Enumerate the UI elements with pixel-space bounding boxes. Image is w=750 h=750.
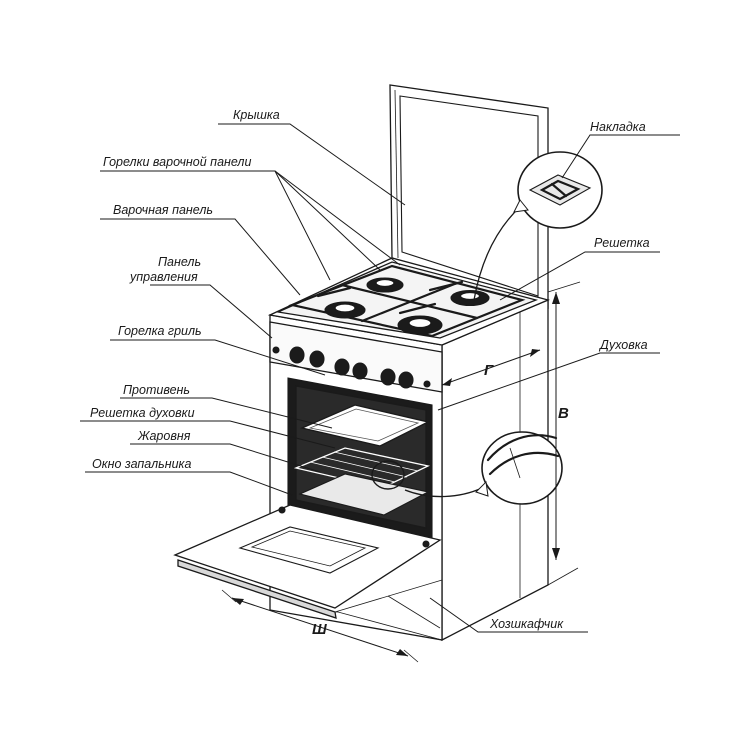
hob-burners (324, 277, 490, 335)
control-panel (269, 321, 443, 393)
roasting-pan (298, 473, 430, 516)
rack-detail-marker (371, 460, 405, 490)
label-hob: Варочная панель (113, 203, 213, 217)
label-control-panel-1: Панель (158, 255, 201, 269)
dimension-height (547, 281, 581, 586)
callout-labels: Крышка Горелки варочной панели Варочная … (90, 108, 650, 638)
label-grate: Решетка (594, 236, 650, 250)
label-depth: Г (484, 362, 494, 379)
label-oven-rack: Решетка духовки (90, 406, 195, 420)
label-height: В (558, 405, 569, 422)
label-ignition-window: Окно запальника (92, 457, 191, 471)
label-width: Ш (312, 621, 327, 638)
label-grill-burner: Горелка гриль (118, 324, 202, 338)
control-knobs (289, 346, 414, 389)
label-roasting-pan: Жаровня (137, 429, 191, 443)
dimension-depth (441, 308, 549, 390)
label-control-panel-2: управления (129, 270, 198, 284)
label-lid: Крышка (233, 108, 280, 122)
hob-grate (288, 264, 526, 338)
label-trim: Накладка (590, 120, 646, 134)
oven-door (173, 504, 442, 619)
label-baking-tray: Противень (123, 383, 190, 397)
label-oven: Духовка (598, 338, 648, 352)
label-hob-burners: Горелки варочной панели (103, 155, 251, 169)
lid (389, 84, 549, 309)
dimension-width (221, 589, 419, 663)
baking-tray (299, 404, 430, 447)
rack-detail-circle (404, 431, 563, 505)
storage-drawer (334, 579, 443, 641)
trim-detail-circle (473, 151, 603, 301)
label-storage-drawer: Хозшкафчик (489, 617, 564, 631)
leader-lines (80, 123, 680, 633)
